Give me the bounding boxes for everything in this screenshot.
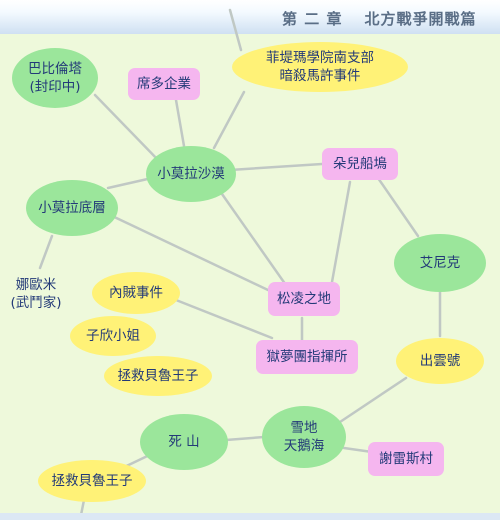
edge-xiaomolashamo-songling	[220, 192, 290, 290]
edge-neizei-yumeng	[174, 298, 274, 340]
node-naoumi-line1: 娜歐米	[15, 276, 57, 293]
node-ximduo-company[interactable]: 席多企業	[128, 68, 200, 100]
node-aini[interactable]: 艾尼克	[394, 234, 486, 292]
node-xiaomola-desert[interactable]: 小莫拉沙漠	[146, 146, 236, 202]
edge-songling-duoer	[330, 180, 352, 284]
chapter-title: 北方戰爭開戰篇	[364, 10, 477, 28]
node-assassination-event[interactable]: 菲堤瑪學院南支部 暗殺馬許事件	[232, 42, 408, 92]
node-assassination-line2: 暗殺馬許事件	[279, 68, 361, 84]
node-xuedi-line1: 雪地	[290, 419, 318, 436]
node-naoumi-line2: (武鬥家)	[10, 295, 62, 311]
node-babilunta-line2: (封印中)	[29, 79, 81, 95]
node-xieleisi-village[interactable]: 謝雷斯村	[368, 442, 444, 476]
node-assassination-text: 菲堤瑪學院南支部 暗殺馬許事件	[266, 49, 374, 85]
bottom-bar	[0, 513, 500, 520]
edge-ximduo-xiaomolashamo	[174, 98, 186, 148]
node-yumeng-command[interactable]: 獄夢團指揮所	[256, 340, 358, 374]
node-songling-land[interactable]: 松凌之地	[268, 282, 340, 316]
edge-xiaomolashamo-duoer	[228, 162, 324, 172]
node-chuyun-ship[interactable]: 出雲號	[396, 338, 484, 384]
node-babilunta-text: 巴比倫塔 (封印中)	[28, 60, 82, 96]
edge-babilunta-xiaomolashamo	[93, 93, 162, 164]
edge-duoer-aini	[376, 176, 420, 238]
node-rescue-prince-2[interactable]: 拯救貝魯王子	[38, 460, 146, 502]
node-zixin-lady[interactable]: 子欣小姐	[70, 316, 156, 356]
edge-xuedi-sishan	[224, 435, 266, 442]
edge-chuyun-xuedi	[338, 376, 408, 424]
edge-xuedi-xieleisi	[342, 446, 374, 454]
node-naoumi[interactable]: 娜歐米 (武鬥家)	[0, 268, 72, 320]
node-naoumi-text: 娜歐米 (武鬥家)	[10, 276, 61, 312]
node-snowfield-swan-sea[interactable]: 雪地 天鵝海	[262, 406, 346, 468]
node-xuedi-text: 雪地 天鵝海	[284, 419, 325, 455]
node-babilunta-line1: 巴比倫塔	[28, 60, 82, 77]
node-xuedi-line2: 天鵝海	[283, 438, 325, 454]
chapter-label: 第 二 章	[282, 10, 343, 28]
node-xiaomola-underground[interactable]: 小莫拉底層	[26, 180, 118, 236]
node-duoer-dock[interactable]: 朵兒船塢	[322, 148, 398, 180]
edge-header-assassination	[228, 8, 243, 52]
chapter-header: 第 二 章 北方戰爭開戰篇	[0, 0, 500, 34]
node-death-mountain[interactable]: 死 山	[140, 414, 228, 470]
edge-xiaomoladiceng-songling	[106, 212, 270, 292]
edge-xiaomolashamo-xiaomoladiceng	[106, 176, 154, 190]
node-rescue-prince-1[interactable]: 拯救貝魯王子	[104, 356, 212, 396]
node-assassination-line1: 菲堤瑪學院南支部	[266, 49, 374, 66]
header-title: 第 二 章 北方戰爭開戰篇	[282, 8, 476, 29]
node-babilunta-tower[interactable]: 巴比倫塔 (封印中)	[12, 48, 98, 108]
edge-xiaomoladiceng-naoumi	[38, 234, 54, 270]
edge-assassination-xiaomolashamo	[212, 90, 246, 150]
node-neizei-event[interactable]: 內賊事件	[92, 272, 180, 314]
